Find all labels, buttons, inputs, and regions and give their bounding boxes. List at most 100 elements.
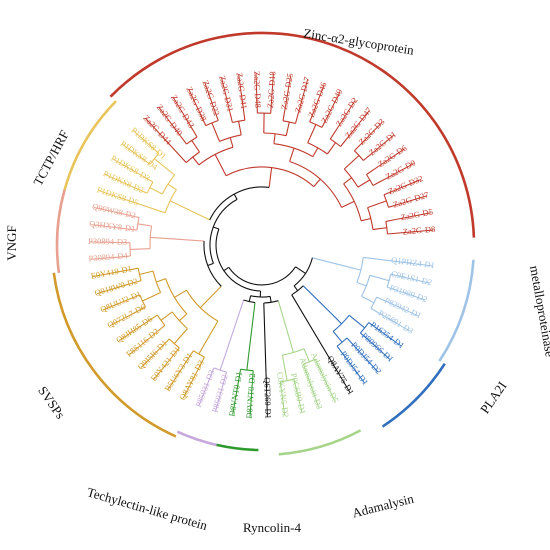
tree-branch xyxy=(251,370,254,381)
leaf-label: Za2G-D41 xyxy=(234,72,249,110)
tree-branch xyxy=(169,200,183,208)
tree-branch xyxy=(346,337,355,346)
tree-branch xyxy=(221,371,228,388)
tree-branch xyxy=(277,300,291,340)
tree-branch xyxy=(240,92,246,121)
tree-branch xyxy=(343,155,360,170)
tree-branch xyxy=(306,373,320,408)
tree-branch xyxy=(145,118,167,141)
tree-branch xyxy=(161,338,170,347)
tree-branch xyxy=(330,138,341,147)
tree-branch xyxy=(331,313,342,325)
tree-branch xyxy=(343,168,359,188)
clade-label-svsp: SVSPs xyxy=(35,383,68,421)
tree-branch xyxy=(90,256,115,260)
tree-branch xyxy=(376,296,387,302)
tree-branch xyxy=(133,130,152,148)
clade-arc-techylectin xyxy=(176,430,218,447)
tree-branch xyxy=(164,189,177,213)
tree-branch xyxy=(303,358,316,365)
tree-branch xyxy=(357,179,371,188)
tree-branch xyxy=(168,347,180,361)
tree-branch xyxy=(288,338,294,353)
tree-branch xyxy=(221,77,231,113)
tree-branch xyxy=(326,91,341,119)
tree-branch xyxy=(223,266,230,272)
tree-branch xyxy=(281,355,288,381)
tree-branch xyxy=(229,137,234,148)
tree-branch xyxy=(372,227,387,231)
clade-label-vngf: VNGF xyxy=(4,225,19,260)
leaf-label: C0KYN5-D2 xyxy=(275,371,291,418)
tree-branch xyxy=(366,168,376,175)
tree-branch xyxy=(340,124,359,147)
tree-branch xyxy=(180,135,187,145)
tree-branch xyxy=(149,187,163,195)
tree-branch xyxy=(215,387,223,411)
tree-branch xyxy=(256,97,258,114)
tree-branch xyxy=(126,228,137,231)
clade-label-metallo: metalloproteinase xyxy=(527,264,550,358)
tree-branch xyxy=(140,345,163,368)
tree-branch xyxy=(130,294,141,300)
tree-branch xyxy=(142,292,161,302)
clade-arc-metallo xyxy=(438,259,475,362)
tree-branch xyxy=(269,296,272,303)
tree-branch xyxy=(293,285,299,292)
tree-branch xyxy=(381,331,402,347)
tree-branch xyxy=(302,363,308,374)
tree-branch xyxy=(112,158,145,178)
tree-branch xyxy=(137,268,142,281)
leaf-label: D8VNT0-D1 xyxy=(226,371,244,417)
tree-branch xyxy=(129,242,132,257)
tree-branch xyxy=(114,255,131,258)
clade-arc-tctp xyxy=(63,100,117,191)
tree-branch xyxy=(219,356,226,371)
tree-branch xyxy=(214,154,227,176)
tree-branch xyxy=(395,212,432,220)
tree-branch xyxy=(398,179,422,190)
tree-branch xyxy=(386,286,397,291)
tree-branch xyxy=(211,122,221,142)
tree-branch xyxy=(173,328,188,344)
tree-branch xyxy=(367,339,391,360)
clade-label-zinc: Zinc-α2-glycoprotein xyxy=(302,25,415,57)
tree-branch xyxy=(167,373,179,390)
tree-branch xyxy=(213,226,220,230)
tree-branch xyxy=(285,121,290,136)
clade-arcs xyxy=(52,31,476,456)
tree-branch xyxy=(174,289,187,298)
tree-branch xyxy=(337,371,351,393)
tree-branch xyxy=(228,266,296,286)
tree-branch xyxy=(110,267,139,274)
tree-branch xyxy=(214,110,219,121)
tree-branch xyxy=(209,186,270,221)
tree-branch xyxy=(132,186,148,194)
tree-branch xyxy=(153,359,170,380)
tree-branch xyxy=(390,273,407,279)
tree-branch xyxy=(414,263,433,267)
tree-branch xyxy=(353,368,366,384)
tree-branch xyxy=(263,132,287,137)
tree-branch xyxy=(360,217,371,222)
clade-label-pla2: PLA2I xyxy=(477,379,510,417)
leaf-label: Q6T269-D1 xyxy=(262,377,273,419)
tree-branch xyxy=(164,237,205,242)
tree-branch xyxy=(336,345,355,369)
tree-branch xyxy=(309,106,317,123)
tree-branch xyxy=(293,379,299,395)
tree-branch xyxy=(360,332,369,341)
tree-branch xyxy=(295,266,306,274)
tree-branch xyxy=(297,394,303,413)
tree-branch xyxy=(314,358,323,374)
clade-label-adamalysin: Adamalysin xyxy=(351,491,416,521)
tree-branch xyxy=(266,386,268,417)
tree-branch xyxy=(273,133,276,144)
tree-branch xyxy=(118,330,135,342)
tree-branch xyxy=(248,295,252,302)
tree-branch xyxy=(281,391,286,416)
leaf-label: Q1PHZ4-D1 xyxy=(391,255,436,270)
tree-branch xyxy=(232,119,245,124)
tree-branch xyxy=(307,124,317,144)
tree-branch xyxy=(397,163,414,173)
